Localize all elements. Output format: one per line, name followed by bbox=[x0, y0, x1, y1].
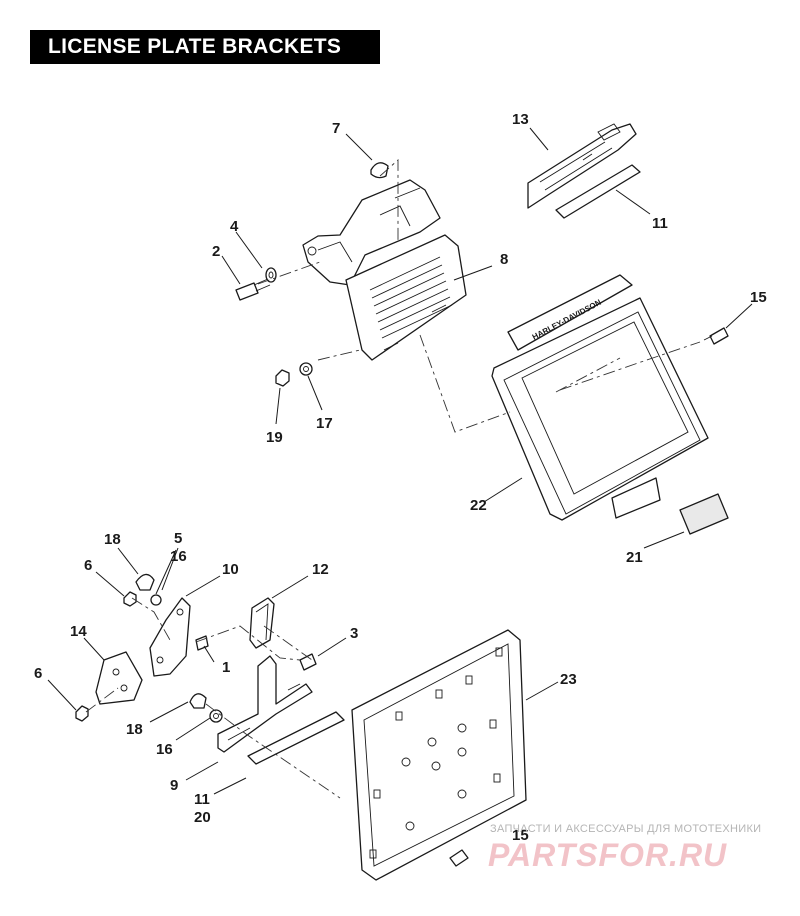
callout-12: 12 bbox=[312, 561, 329, 578]
callout-11-upper: 11 bbox=[652, 215, 668, 232]
callout-7: 7 bbox=[332, 120, 340, 137]
part-10-bracket bbox=[149, 597, 191, 677]
part-9-bracket bbox=[217, 655, 313, 753]
callout-20: 20 bbox=[194, 809, 211, 826]
part-1-screw bbox=[195, 635, 209, 651]
callout-15-upper: 15 bbox=[750, 289, 767, 306]
callout-1: 1 bbox=[222, 659, 230, 676]
callout-6-upper: 6 bbox=[84, 557, 92, 574]
part-11-pad-lower bbox=[247, 711, 345, 765]
leader-lines bbox=[47, 127, 753, 795]
callout-18-lower: 18 bbox=[126, 721, 143, 738]
callout-13: 13 bbox=[512, 111, 529, 128]
callout-10: 10 bbox=[222, 561, 239, 578]
callout-21: 21 bbox=[626, 549, 643, 566]
part-14-bracket bbox=[95, 651, 143, 705]
part-11-pad-upper bbox=[555, 164, 641, 219]
part-18-cap-upper bbox=[135, 573, 155, 591]
part-17-washer bbox=[299, 362, 313, 376]
callout-19: 19 bbox=[266, 429, 283, 446]
callout-16-lower: 16 bbox=[156, 741, 173, 758]
callout-5: 5 bbox=[174, 530, 182, 547]
callout-16-upper: 16 bbox=[170, 548, 187, 565]
callout-18-upper: 18 bbox=[104, 531, 121, 548]
part-12-clip bbox=[249, 597, 275, 649]
callout-numbers: 7 4 2 8 13 11 15 19 17 22 21 18 5 16 6 1… bbox=[34, 111, 767, 844]
part-18-cap-lower bbox=[189, 693, 207, 709]
part-15-screw-lower bbox=[449, 849, 469, 867]
callout-23: 23 bbox=[560, 671, 577, 688]
part-23-plate-backing bbox=[351, 629, 527, 881]
callout-2: 2 bbox=[212, 243, 220, 260]
watermark: ЗАПЧАСТИ И АКСЕССУАРЫ ДЛЯ МОТОТЕХНИКИ PA… bbox=[488, 823, 761, 873]
callout-4: 4 bbox=[230, 218, 239, 235]
part-13-bracket bbox=[527, 123, 637, 209]
part-16-washer-lower bbox=[209, 709, 223, 723]
callout-14: 14 bbox=[70, 623, 87, 640]
part-22-plate-frame: HARLEY-DAVIDSON bbox=[491, 274, 709, 521]
callout-17: 17 bbox=[316, 415, 333, 432]
callout-22: 22 bbox=[470, 497, 487, 514]
callout-8: 8 bbox=[500, 251, 508, 268]
part-3-screw bbox=[299, 653, 317, 671]
phantom-lines bbox=[85, 158, 701, 799]
part-7-cap bbox=[370, 162, 389, 179]
callout-15-lower: 15 bbox=[512, 827, 529, 844]
part-2-screw bbox=[235, 278, 271, 301]
part-6-nut-upper bbox=[123, 591, 137, 607]
part-21-reflector bbox=[679, 493, 729, 535]
callout-11-lower: 11 bbox=[194, 791, 210, 808]
callout-9: 9 bbox=[170, 777, 178, 794]
part-8-plate-mount bbox=[302, 179, 467, 361]
part-19-nut bbox=[275, 369, 290, 387]
callout-6-lower: 6 bbox=[34, 665, 42, 682]
watermark-tagline: ЗАПЧАСТИ И АКСЕССУАРЫ ДЛЯ МОТОТЕХНИКИ bbox=[490, 823, 761, 835]
watermark-logo: PARTSFOR.RU bbox=[488, 837, 727, 873]
part-15-screw-upper bbox=[703, 327, 729, 345]
part-4-washer bbox=[265, 267, 277, 283]
diagram-title: LICENSE PLATE BRACKETS bbox=[30, 30, 380, 64]
callout-3: 3 bbox=[350, 625, 358, 642]
part-16-washer-upper bbox=[150, 594, 162, 606]
part-6-nut-lower bbox=[75, 705, 89, 722]
